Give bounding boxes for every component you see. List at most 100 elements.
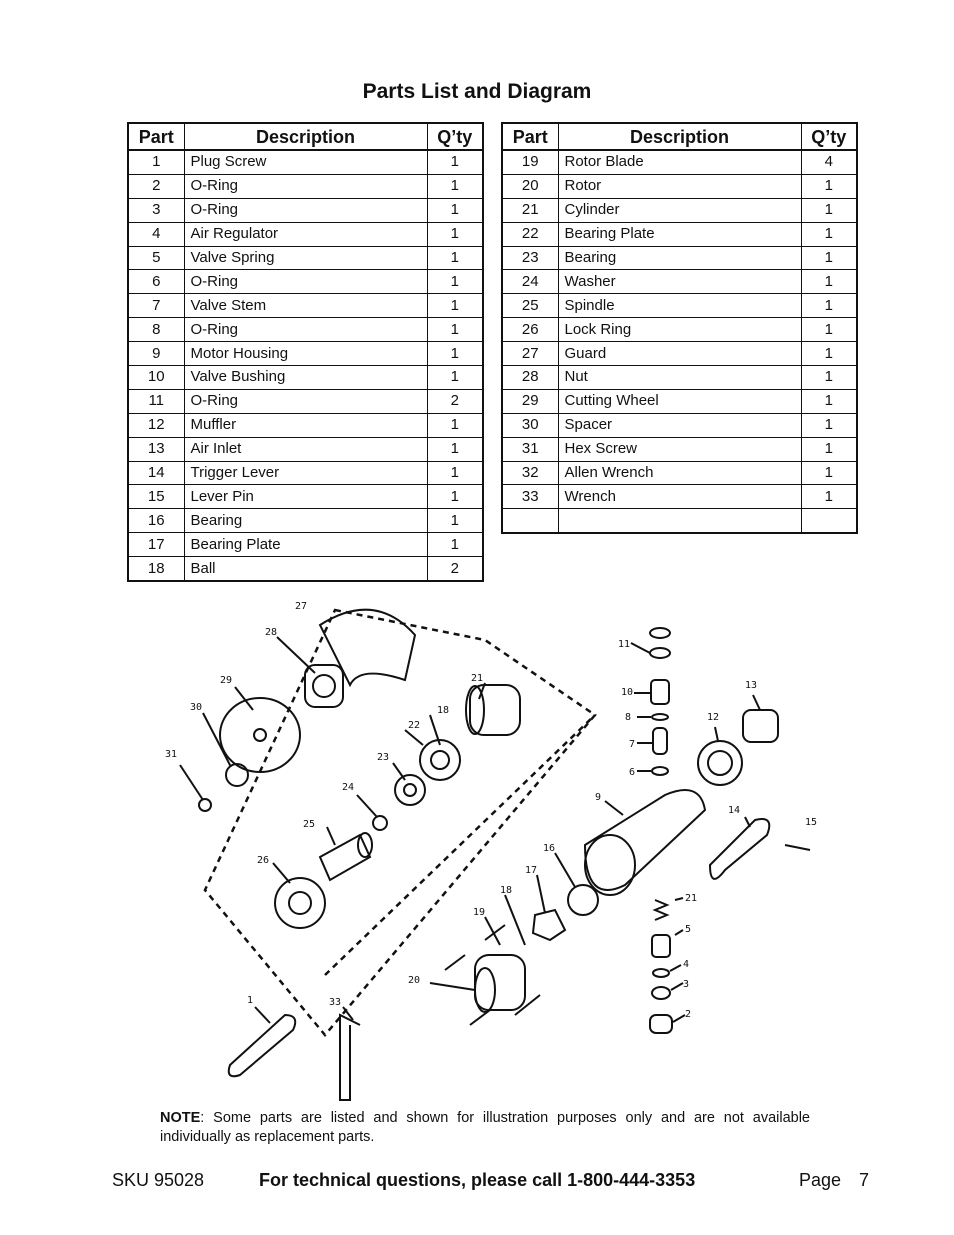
footer-tech-support: For technical questions, please call 1-8… (259, 1170, 696, 1190)
callout-label: 14 (728, 805, 740, 816)
part-number: 18 (127, 556, 185, 582)
part-description: Valve Bushing (183, 365, 428, 390)
part-number: 21 (501, 197, 559, 223)
part-number: 26 (501, 317, 559, 343)
part-number: 8 (127, 317, 185, 343)
part-description: Lever Pin (183, 484, 428, 510)
part-number: 12 (127, 412, 185, 438)
part-qty: 1 (800, 221, 858, 247)
part-number: 15 (127, 484, 185, 510)
callout-label: 9 (595, 792, 601, 803)
header-description: Description (183, 122, 428, 151)
part-description: Lock Ring (557, 317, 802, 343)
callout-label: 21 (685, 893, 697, 904)
part-description: Motor Housing (183, 341, 428, 367)
part-qty: 1 (426, 436, 484, 462)
part-number: 33 (501, 484, 559, 510)
part-number: 19 (501, 149, 559, 175)
callout-label: 11 (618, 639, 630, 650)
callout-label: 18 (500, 885, 512, 896)
part-description: Wrench (557, 484, 802, 510)
callout-label: 10 (621, 687, 633, 698)
part-qty: 1 (426, 317, 484, 343)
part-qty: 1 (800, 460, 858, 486)
callout-label: 33 (329, 997, 341, 1008)
part-qty: 1 (426, 412, 484, 438)
part-description: Rotor (557, 173, 802, 199)
part-qty: 1 (800, 173, 858, 199)
part-description: O-Ring (183, 197, 428, 223)
header-qty: Q’ty (426, 122, 484, 151)
part-qty: 1 (426, 532, 484, 558)
part-description: O-Ring (183, 317, 428, 343)
page-label: Page (799, 1170, 842, 1190)
callout-label: 18 (437, 705, 449, 716)
part-number: 25 (501, 293, 559, 319)
part-qty: 1 (426, 173, 484, 199)
diagram-labels: 2728293031211822232425261110876131291415… (165, 601, 817, 1020)
part-qty: 1 (800, 317, 858, 343)
part-number: 1 (127, 149, 185, 175)
part-description: Cutting Wheel (557, 388, 802, 414)
callout-label: 29 (220, 675, 232, 686)
page-title: Parts List and Diagram (362, 80, 592, 103)
callout-label: 1 (247, 995, 253, 1006)
part-number: 10 (127, 365, 185, 390)
part-number: 11 (127, 388, 185, 414)
callout-label: 6 (629, 767, 635, 778)
callout-label: 31 (165, 749, 177, 760)
part-number: 7 (127, 293, 185, 319)
part-qty: 1 (426, 484, 484, 510)
callout-label: 2 (685, 1009, 691, 1020)
exploded-parts-diagram: 2728293031211822232425261110876131291415… (165, 601, 817, 1101)
part-description: Spindle (557, 293, 802, 319)
part-qty: 1 (426, 341, 484, 367)
part-description: Cylinder (557, 197, 802, 223)
part-description: Bearing (183, 508, 428, 534)
note-label: NOTE (160, 1110, 201, 1126)
part-description: O-Ring (183, 388, 428, 414)
callout-label: 25 (303, 819, 315, 830)
part-qty: 1 (800, 197, 858, 223)
callout-label: 27 (295, 601, 307, 612)
part-number: 17 (127, 532, 185, 558)
table-row (501, 508, 858, 534)
part-number: 14 (127, 460, 185, 486)
note-text: : Some parts are listed and shown for il… (160, 1110, 810, 1145)
callout-label: 21 (471, 673, 483, 684)
callout-label: 5 (685, 924, 691, 935)
callout-label: 30 (190, 702, 202, 713)
page-number: 7 (859, 1170, 870, 1190)
part-description: Air Regulator (183, 221, 428, 247)
part-qty: 1 (426, 508, 484, 534)
part-number: 4 (127, 221, 185, 247)
part-description: Nut (557, 365, 802, 390)
callout-label: 8 (625, 712, 631, 723)
part-number: 23 (501, 245, 559, 271)
part-number: 30 (501, 412, 559, 438)
part-number: 29 (501, 388, 559, 414)
